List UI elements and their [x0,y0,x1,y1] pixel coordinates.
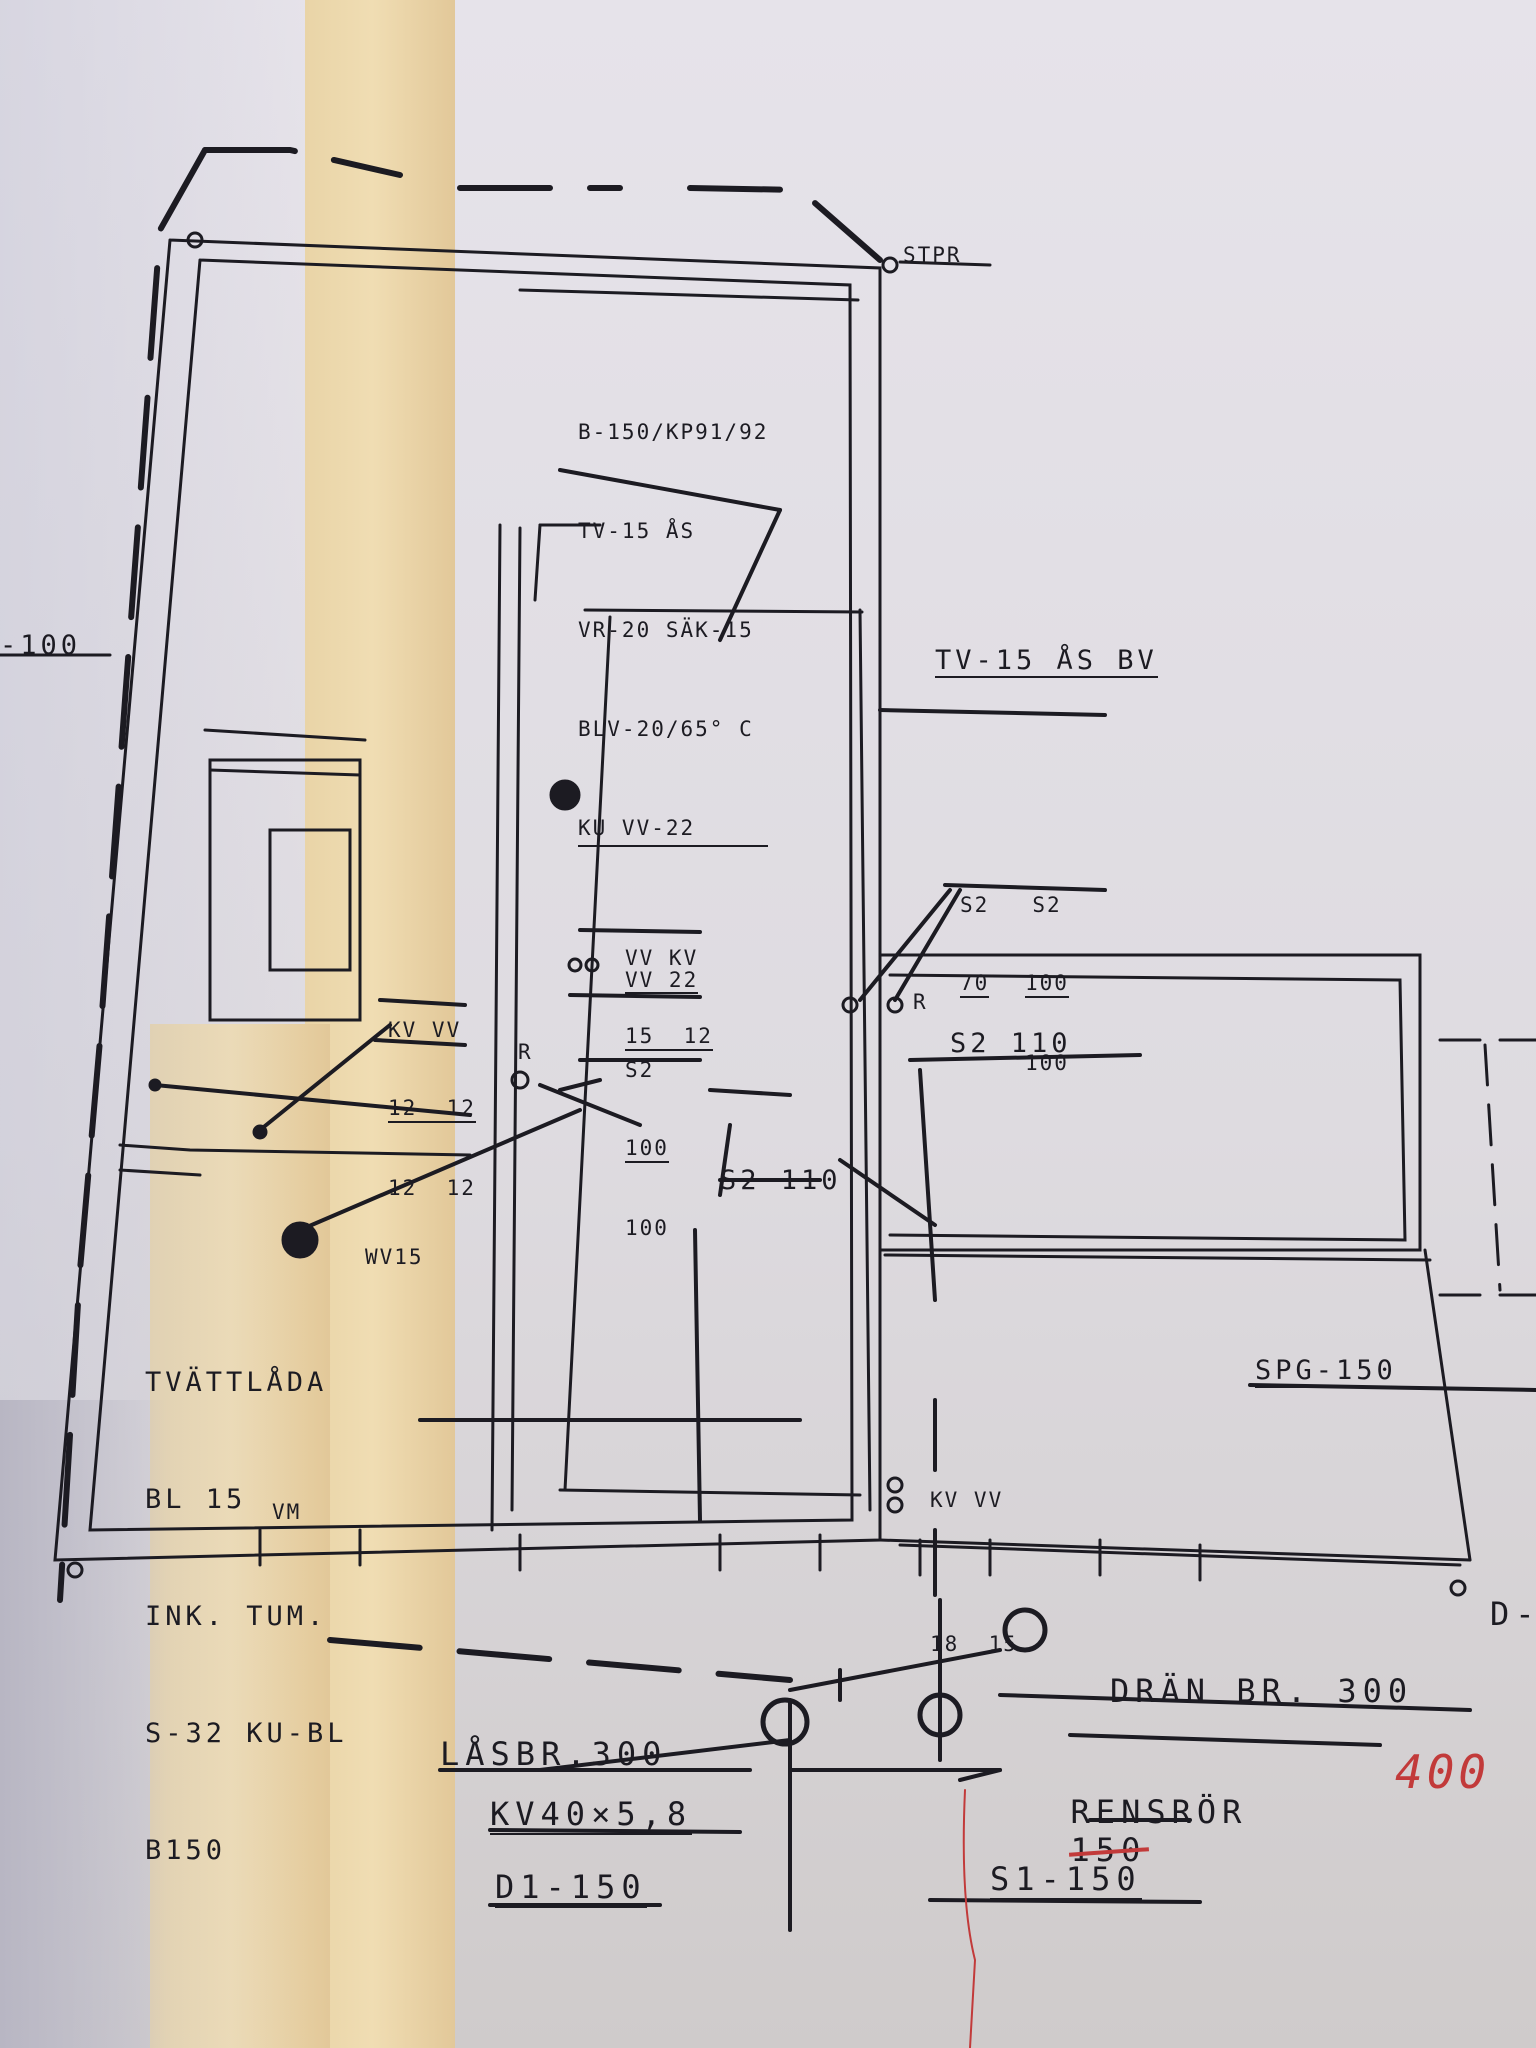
note-line-4: BLV-20/65° C [578,717,754,741]
label-rensror-new-value: 400 [1395,1745,1491,1799]
fixture-circles [66,231,1467,1747]
label-tvattlada-block: TVÄTTLÅDA BL 15 INK. TUM. S-32 KU-BL B15… [145,1285,348,1909]
tvattlada-line-5: B150 [145,1835,227,1866]
s2-100-top: S2 [1032,893,1062,917]
label-wv15: WV15 [365,1245,424,1269]
kv-vv-bottom: 12 12 [388,1176,476,1200]
rensror-struck-value: 150 [1070,1831,1147,1869]
s2-100-mid: 100 [1025,970,1069,998]
vv-kv-top: VV KV [625,946,699,970]
label-r-right: R [913,990,928,1014]
label-s1-150: S1-150 [990,1860,1142,1900]
tvattlada-line-3: INK. TUM. [145,1601,328,1632]
label-s2-110-center: S2 110 [720,1165,842,1196]
s2-100-bottom: 100 [1025,1051,1069,1075]
note-line-5: KU VV-22 [578,812,769,847]
kv-vv-18-bottom: 18 15 [930,1632,1018,1656]
tvattlada-line-4: S-32 KU-BL [145,1718,348,1749]
note-line-3: VR-20 SÄK-15 [578,618,754,642]
s2-70-bottom: 70 [960,970,990,998]
s2-center-mid: 100 [625,1135,669,1163]
label-spg150: SPG-150 [1255,1355,1397,1388]
label-vm: VM [272,1500,302,1524]
s2-center-top: S2 [625,1058,655,1082]
note-line-2: TV-15 ÅS [578,519,696,543]
label-kv40: KV40×5,8 [490,1795,693,1835]
label-lasbr-300: LÅSBR.300 [440,1735,668,1773]
note-block-top: B-150/KP91/92 TV-15 ÅS VR-20 SÄK-15 BLV-… [578,350,769,880]
red-annotation-line [962,1789,977,2048]
label-d1-150: D1-150 [495,1868,647,1908]
kv-vv-top: KV VV [388,1018,462,1042]
label-s2-110-right: S2 110 [950,1028,1072,1059]
label-tv15-as-bv: TV-15 ÅS BV [935,645,1158,678]
window-ticks [258,1528,1202,1582]
label-kv-vv-18: KV VV 18 15 [930,1380,1018,1716]
stpr-line [898,260,992,267]
furniture-left [203,728,367,1022]
tvattlada-line-1: TVÄTTLÅDA [145,1367,328,1398]
label-r-left: R [518,1040,533,1064]
s2-70-top: S2 [960,893,990,917]
dran-well [1002,1607,1048,1653]
label-stpr: STPR [903,243,962,267]
label-vv22: VV 22 [625,968,699,994]
building-walls [53,238,1472,1567]
rensror-text: RENSRÖR [1070,1793,1248,1831]
rensror-well [917,1692,963,1738]
paper-fold-yellow [305,0,455,2048]
label-vv-kv: VV KV 15 12 [625,893,713,1077]
kv-vv-18-top: KV VV [930,1488,1004,1512]
s2-center-bottom: 100 [625,1216,669,1240]
stpr-marker [881,256,899,274]
label-rensror: RENSRÖR 150 [1020,1755,1247,1869]
label-dran-br-300: DRÄN BR. 300 [1110,1672,1414,1710]
label-s2-100-center: S2 100 100 [625,1005,669,1267]
kv-vv-mid: 12 12 [388,1095,476,1123]
label-d-right: D- [1490,1595,1536,1633]
paper-shadow-corner [0,1400,170,2048]
note-line-1: B-150/KP91/92 [578,420,769,444]
drain-fixtures [148,779,581,1259]
corner-marker-top-left [186,231,204,249]
corner-marker-bottom-right [1449,1579,1467,1597]
label-kv-vv-12: KV VV 12 12 12 12 [388,965,476,1227]
label-dimension-left: -100 [0,630,82,661]
label-s2-70: S2 70 [960,840,990,1024]
tvattlada-line-2: BL 15 [145,1484,247,1515]
dimension-right [1438,1038,1536,1297]
vv-kv-bottom: 15 12 [625,1023,713,1051]
label-s2-100-right: S2 100 100 [1025,840,1069,1102]
corner-marker-bottom-left [66,1561,84,1579]
pipe-lines [153,468,1536,1932]
lasbr-well [760,1697,810,1747]
